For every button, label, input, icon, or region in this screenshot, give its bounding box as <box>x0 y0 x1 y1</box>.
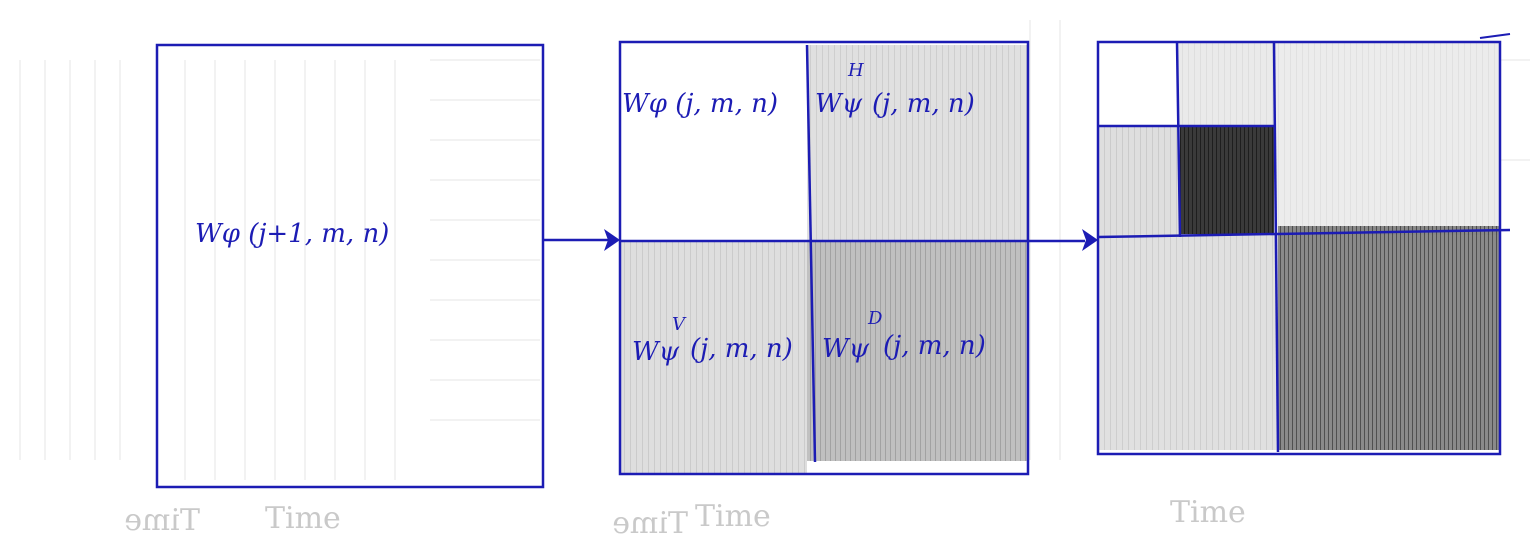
stage1-axis-label-mirrored: Time <box>124 503 200 538</box>
stage3-group: Time <box>1096 33 1511 530</box>
stage3-v2-shade <box>1098 126 1180 234</box>
stage1-box <box>155 43 545 489</box>
stage2-approx-label: Wφ (j, m, n) <box>622 89 778 119</box>
stage2-vertical-shade <box>620 241 807 473</box>
stage2-diagonal-sup: D <box>867 308 883 329</box>
arrow-stage1-to-stage2 <box>543 229 620 251</box>
stage3-h1-shade <box>1274 42 1499 235</box>
stage3-top-extension <box>1479 33 1511 39</box>
stage3-level1-vertical <box>1272 41 1280 453</box>
stage3-box <box>1096 40 1502 456</box>
stage3-d1-shade <box>1278 226 1500 450</box>
stage2-diagonal-shade <box>807 241 1028 461</box>
stage2-axis-label-mirrored: Time <box>612 506 688 540</box>
stage2-axis-label: Time <box>695 499 771 534</box>
stage3-axis-label: Time <box>1170 495 1246 530</box>
stage2-horizontal-args: (j, m, n) <box>872 89 975 119</box>
stage3-v1-shade <box>1098 234 1278 450</box>
stage2-vertical-divider <box>805 44 817 463</box>
stage2-group: Wφ (j, m, n) Wψ H (j, m, n) Wψ V (j, m, … <box>612 40 1085 540</box>
stage1-axis-label: Time <box>265 501 341 536</box>
stage3-h2-shade <box>1177 42 1274 126</box>
stage2-vertical-label: Wψ <box>632 337 680 367</box>
stage2-box <box>618 40 1030 476</box>
stage3-d2-shade <box>1180 126 1274 234</box>
stage2-horizontal-sup: H <box>847 60 864 81</box>
stage2-horizontal-label: Wψ <box>815 89 863 119</box>
stage2-horizontal-shade <box>807 45 1028 241</box>
stage2-diagonal-args: (j, m, n) <box>883 331 986 361</box>
stage3-level1-horizontal <box>1097 228 1511 239</box>
stage1-approx-label: Wφ (j+1, m, n) <box>195 219 389 249</box>
stage2-vertical-args: (j, m, n) <box>690 334 793 364</box>
stage2-vertical-sup: V <box>672 314 687 335</box>
stage2-diagonal-label: Wψ <box>822 334 870 364</box>
stage3-level2-vertical <box>1175 41 1182 238</box>
arrow-stage2-to-stage3 <box>1082 229 1098 251</box>
